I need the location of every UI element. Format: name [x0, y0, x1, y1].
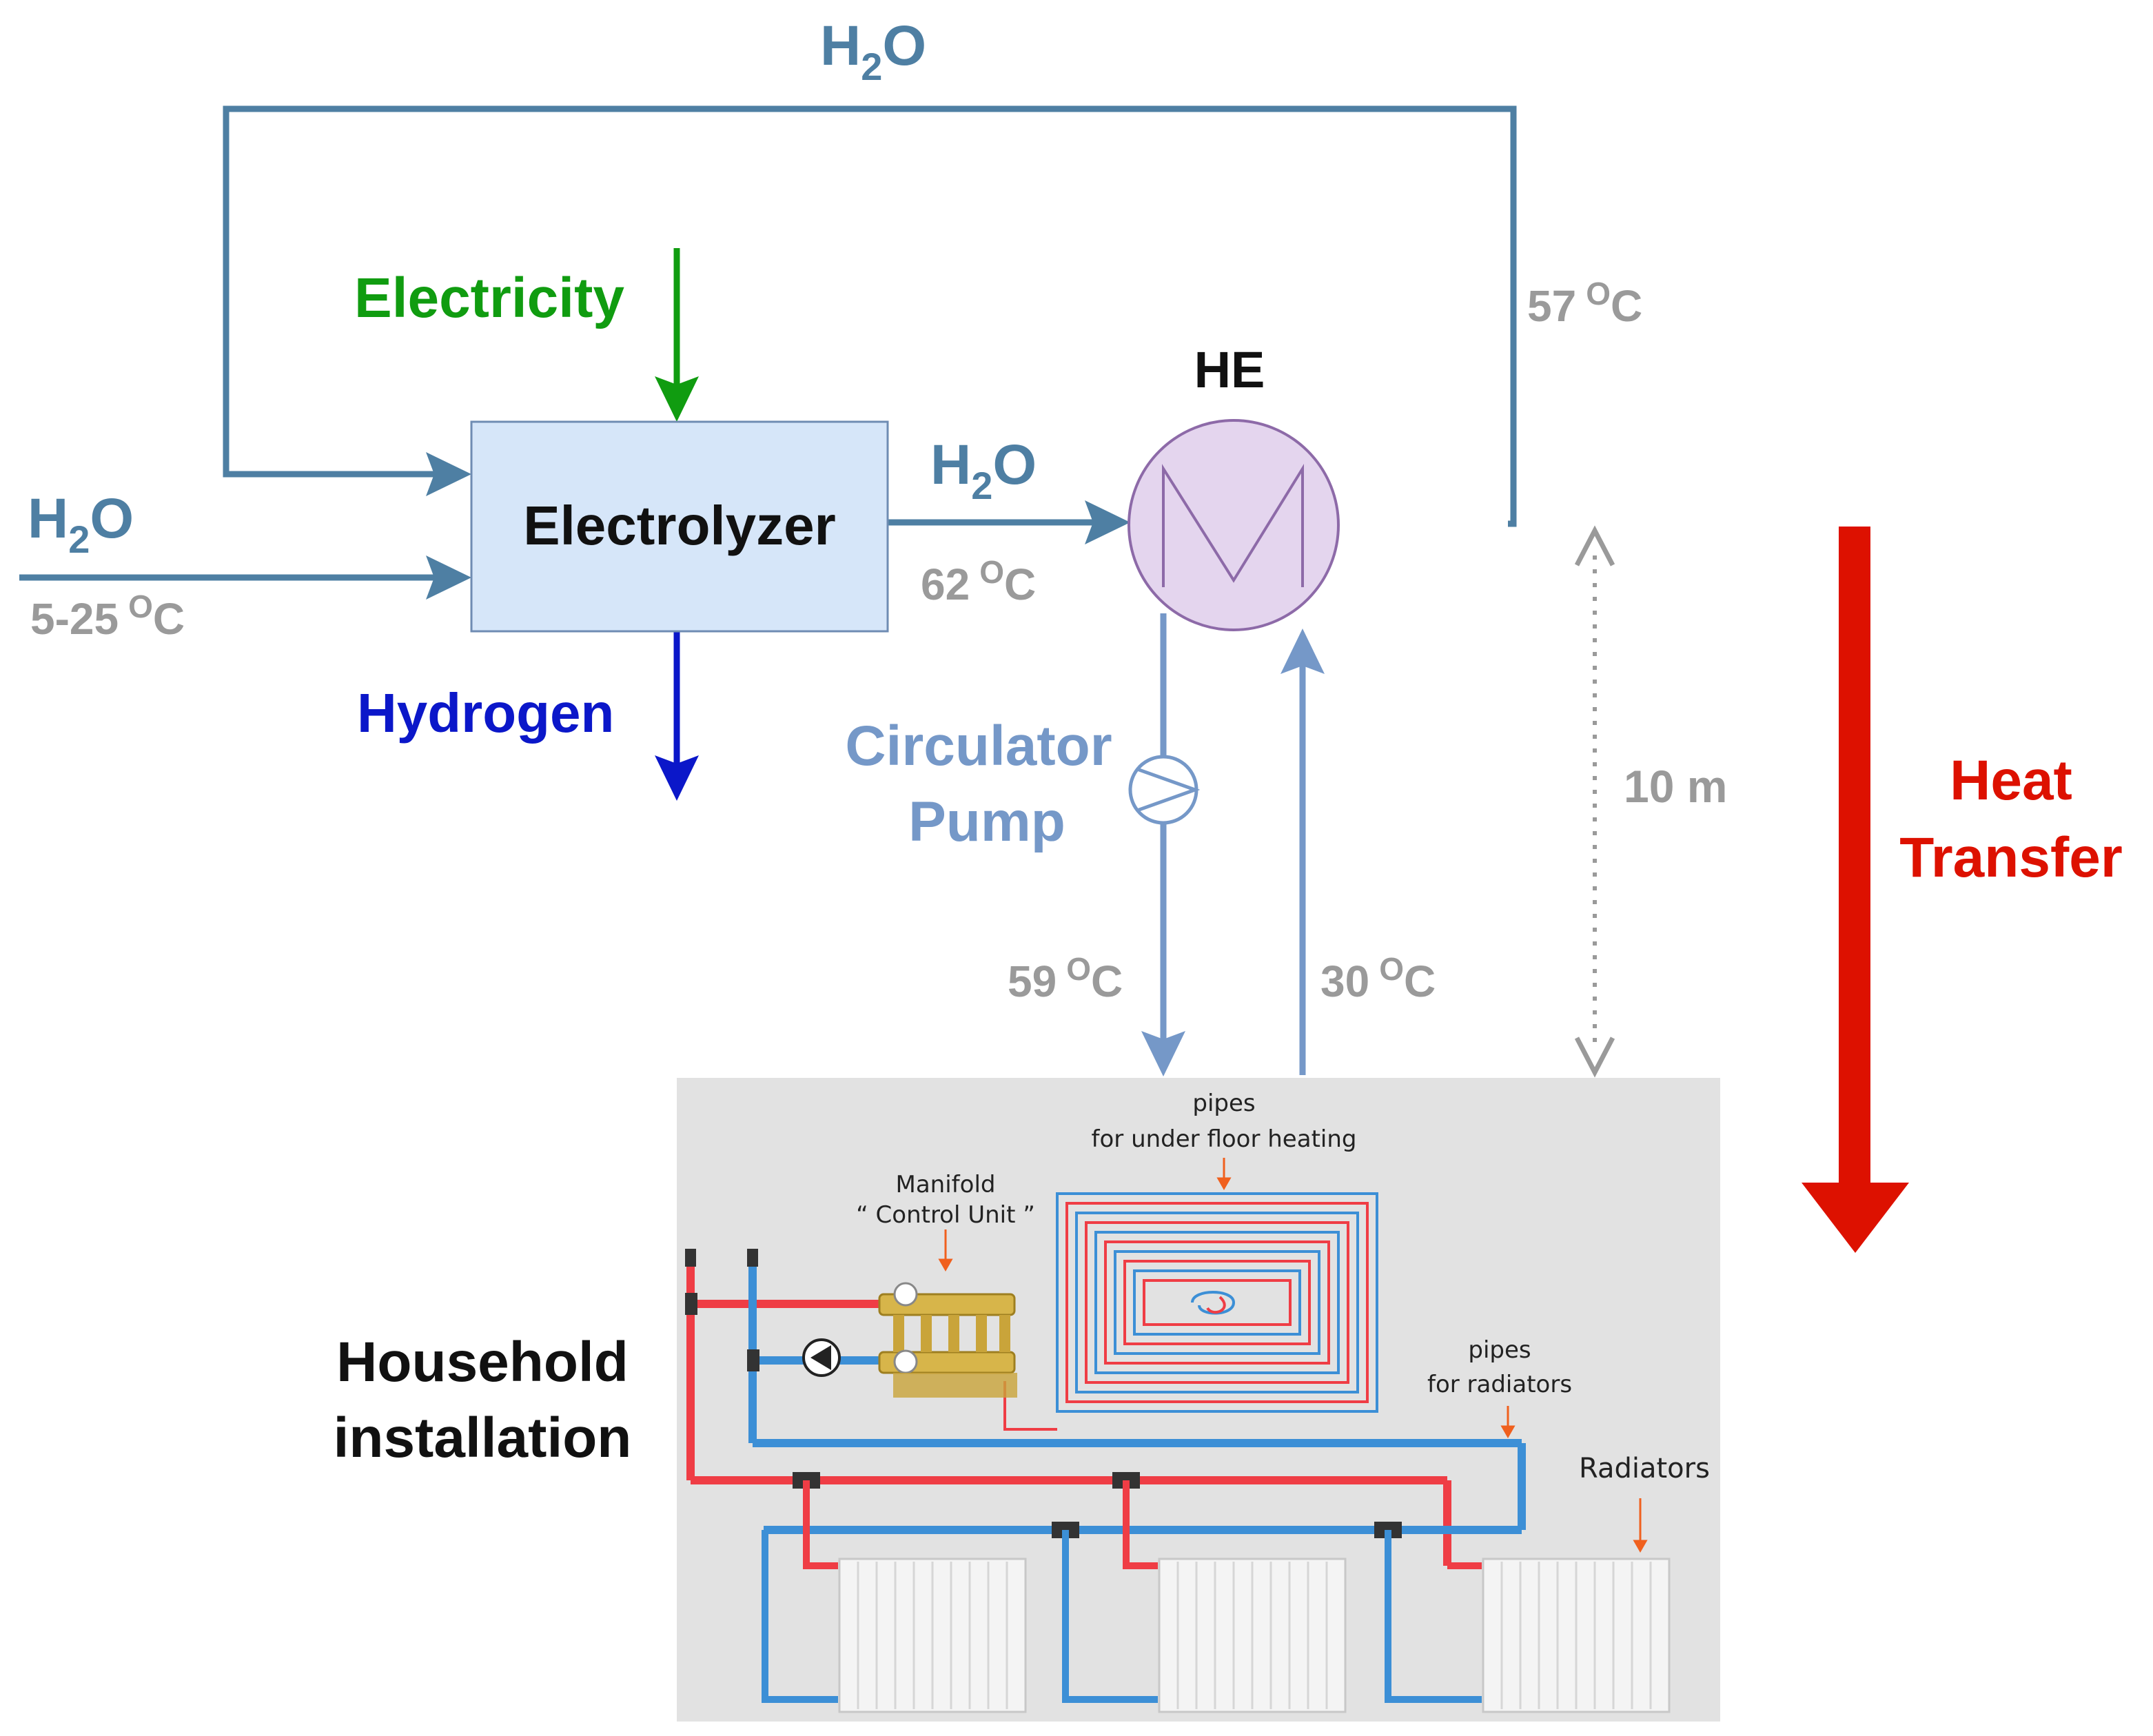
callout-arrows: [938, 1158, 1648, 1553]
circulator-pump-label-line1: Circulator: [845, 715, 1112, 777]
distance-label: 10 m: [1624, 761, 1727, 812]
he-label: HE: [1194, 341, 1265, 398]
underfloor-heating-pipes: [1003, 1192, 1378, 1431]
water-inlet-arrow: [19, 555, 471, 600]
water-label-top: H2O: [820, 14, 926, 88]
electricity-arrow: [655, 248, 699, 422]
water-label-inlet: H2O: [28, 487, 134, 561]
household-panel: [677, 1078, 1720, 1722]
heat-transfer-label-line2: Transfer: [1899, 826, 2123, 889]
water-label-outlet: H2O: [930, 433, 1037, 507]
radiator: [1158, 1558, 1347, 1713]
manifold-pump-icon: [802, 1338, 841, 1377]
heat-transfer-label-line1: Heat: [1950, 749, 2072, 812]
recirculation-loop: [223, 105, 1517, 527]
ufh-pipes-label-line1: pipes: [1192, 1090, 1255, 1117]
radiator: [838, 1558, 1027, 1713]
circulator-pump-icon: [1128, 755, 1201, 825]
radiator-pipes-label-line2: for radiators: [1427, 1371, 1572, 1398]
ufh-pipes-label-line2: for under floor heating: [1092, 1125, 1357, 1153]
radiators-label: Radiators: [1579, 1453, 1710, 1484]
water-to-he-arrow: [888, 500, 1130, 544]
circulator-pump-label-line2: Pump: [908, 790, 1065, 853]
heat-exchanger-symbol: [1127, 419, 1340, 631]
distance-indicator: [1574, 525, 1615, 1078]
hydrogen-label: Hydrogen: [357, 682, 614, 744]
radiator-branch-pipes: [762, 1480, 1482, 1703]
electrolyzer-box: [470, 420, 889, 633]
manifold-control-unit: [878, 1282, 1017, 1398]
radiator: [1482, 1558, 1671, 1713]
hydrogen-arrow: [655, 631, 699, 801]
electrolyzer-label: Electrolyzer: [523, 495, 836, 556]
heat-transfer-arrow: [1802, 527, 1909, 1253]
manifold-label-line1: Manifold: [896, 1171, 996, 1198]
circulator-loop: [1141, 613, 1325, 1076]
radiator-pipes-label-line1: pipes: [1468, 1336, 1531, 1364]
manifold-label-line2: “ Control Unit ”: [856, 1201, 1035, 1229]
household-label-line2: installation: [334, 1407, 632, 1469]
household-label-line1: Household: [336, 1331, 629, 1393]
electricity-label: Electricity: [354, 267, 624, 329]
